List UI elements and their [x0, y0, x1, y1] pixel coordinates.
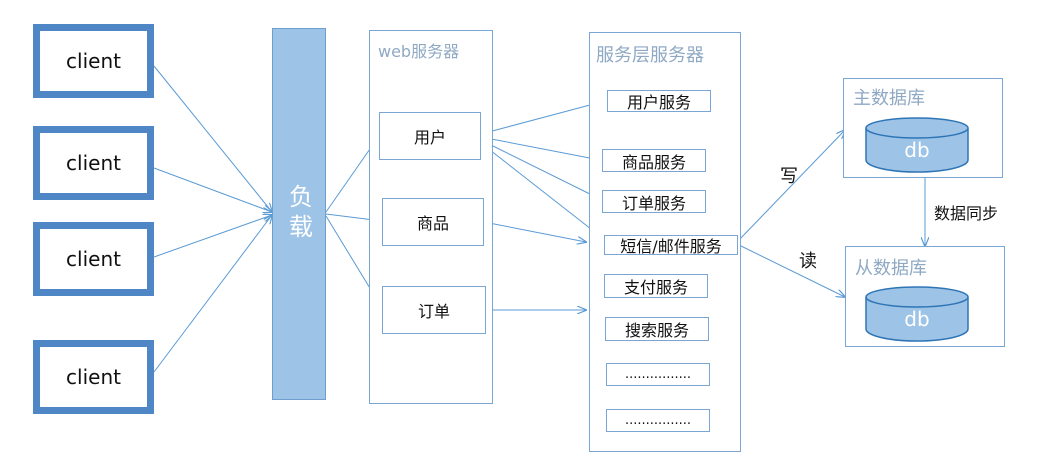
slave-db-label: db [904, 307, 930, 331]
client-label: client [40, 347, 147, 407]
slave-db-cylinder [865, 286, 969, 342]
master-db-cylinder [865, 117, 969, 173]
client-box-2: client [33, 126, 154, 200]
client-label: client [40, 229, 147, 289]
service-item-sms-email: 短信/邮件服务 [604, 235, 738, 256]
load-balancer: 负载 [272, 28, 326, 400]
service-item-more-1: ................ [606, 363, 710, 386]
service-item-payment: 支付服务 [604, 274, 708, 298]
web-item-order: 订单 [382, 286, 486, 334]
sync-label: 数据同步 [934, 204, 999, 223]
service-item-goods: 商品服务 [602, 149, 706, 172]
write-label: 写 [780, 166, 798, 187]
web-item-user: 用户 [379, 112, 481, 160]
client-label: client [40, 31, 147, 91]
web-item-goods: 商品 [382, 198, 484, 246]
master-db-title: 主数据库 [853, 88, 925, 109]
client-label: client [40, 133, 147, 193]
service-item-order: 订单服务 [602, 190, 706, 213]
service-item-more-2: ................ [606, 409, 710, 432]
read-label: 读 [799, 251, 817, 272]
service-item-user: 用户服务 [607, 90, 711, 112]
web-server-title: web服务器 [378, 42, 460, 61]
service-layer-title: 服务层服务器 [596, 45, 704, 66]
service-item-search: 搜索服务 [605, 317, 709, 341]
master-db-label: db [904, 138, 930, 162]
client-box-4: client [33, 340, 154, 414]
slave-db-title: 从数据库 [855, 258, 927, 279]
client-box-1: client [33, 24, 154, 98]
client-box-3: client [33, 222, 154, 296]
load-balancer-label: 负载 [284, 184, 313, 244]
